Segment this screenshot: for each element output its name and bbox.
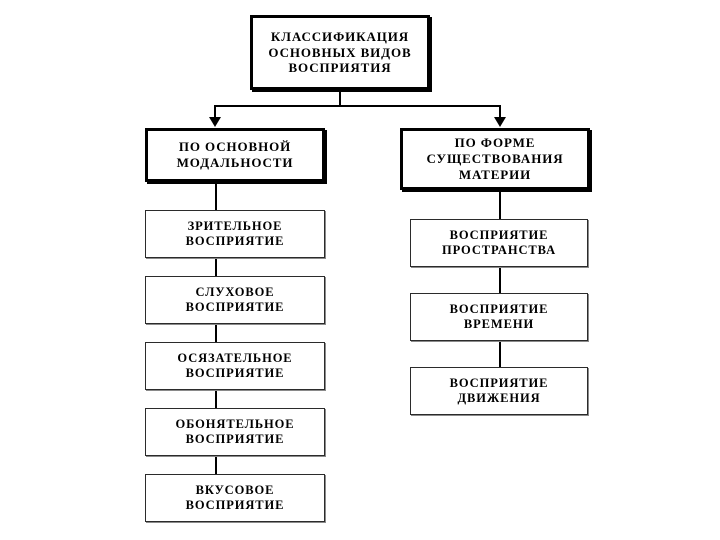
- arrowhead-branch-left: [209, 117, 221, 127]
- leaf-node-auditory-perception[interactable]: СЛУХОВОЕ ВОСПРИЯТИЕ: [145, 276, 325, 324]
- branch-node-by-form-of-matter-label: ПО ФОРМЕ СУЩЕСТВОВАНИЯ МАТЕРИИ: [426, 135, 564, 182]
- leaf-node-gustatory-perception-label: ВКУСОВОЕ ВОСПРИЯТИЕ: [185, 482, 285, 512]
- connector-root-to-branch-right: [499, 105, 501, 119]
- leaf-node-gustatory-perception[interactable]: ВКУСОВОЕ ВОСПРИЯТИЕ: [145, 474, 325, 522]
- connector-item-1-to-item-2: [215, 324, 217, 342]
- leaf-node-motion-perception[interactable]: ВОСПРИЯТИЕ ДВИЖЕНИЯ: [410, 367, 588, 415]
- leaf-node-space-perception[interactable]: ВОСПРИЯТИЕ ПРОСТРАНСТВА: [410, 219, 588, 267]
- branch-node-by-modality[interactable]: ПО ОСНОВНОЙ МОДАЛЬНОСТИ: [145, 128, 325, 182]
- leaf-node-motion-perception-label: ВОСПРИЯТИЕ ДВИЖЕНИЯ: [449, 375, 549, 405]
- leaf-node-space-perception-label: ВОСПРИЯТИЕ ПРОСТРАНСТВА: [441, 227, 557, 257]
- leaf-node-visual-perception-label: ЗРИТЕЛЬНОЕ ВОСПРИЯТИЕ: [185, 218, 285, 248]
- connector-root-to-branch-left: [214, 105, 216, 119]
- leaf-node-tactile-perception[interactable]: ОСЯЗАТЕЛЬНОЕ ВОСПРИЯТИЕ: [145, 342, 325, 390]
- connector-item-2-to-item-3: [215, 390, 217, 408]
- connector-root-spreader: [214, 105, 501, 107]
- leaf-node-tactile-perception-label: ОСЯЗАТЕЛЬНОЕ ВОСПРИЯТИЕ: [177, 350, 293, 380]
- connector-matter-item-0-to-item-1: [499, 267, 501, 293]
- arrowhead-branch-right: [494, 117, 506, 127]
- connector-modality-to-item-0: [215, 182, 217, 210]
- leaf-node-time-perception-label: ВОСПРИЯТИЕ ВРЕМЕНИ: [449, 301, 549, 331]
- connector-matter-to-item-0: [499, 190, 501, 219]
- root-node-label: КЛАССИФИКАЦИЯ ОСНОВНЫХ ВИДОВ ВОСПРИЯТИЯ: [268, 28, 412, 76]
- root-node-classification[interactable]: КЛАССИФИКАЦИЯ ОСНОВНЫХ ВИДОВ ВОСПРИЯТИЯ: [250, 15, 430, 90]
- leaf-node-time-perception[interactable]: ВОСПРИЯТИЕ ВРЕМЕНИ: [410, 293, 588, 341]
- leaf-node-auditory-perception-label: СЛУХОВОЕ ВОСПРИЯТИЕ: [185, 284, 285, 314]
- connector-root-stem: [339, 90, 341, 107]
- leaf-node-olfactory-perception[interactable]: ОБОНЯТЕЛЬНОЕ ВОСПРИЯТИЕ: [145, 408, 325, 456]
- connector-item-0-to-item-1: [215, 258, 217, 276]
- connector-matter-item-1-to-item-2: [499, 341, 501, 367]
- leaf-node-visual-perception[interactable]: ЗРИТЕЛЬНОЕ ВОСПРИЯТИЕ: [145, 210, 325, 258]
- branch-node-by-modality-label: ПО ОСНОВНОЙ МОДАЛЬНОСТИ: [176, 139, 294, 170]
- branch-node-by-form-of-matter[interactable]: ПО ФОРМЕ СУЩЕСТВОВАНИЯ МАТЕРИИ: [400, 128, 590, 190]
- connector-item-3-to-item-4: [215, 456, 217, 474]
- leaf-node-olfactory-perception-label: ОБОНЯТЕЛЬНОЕ ВОСПРИЯТИЕ: [175, 416, 295, 446]
